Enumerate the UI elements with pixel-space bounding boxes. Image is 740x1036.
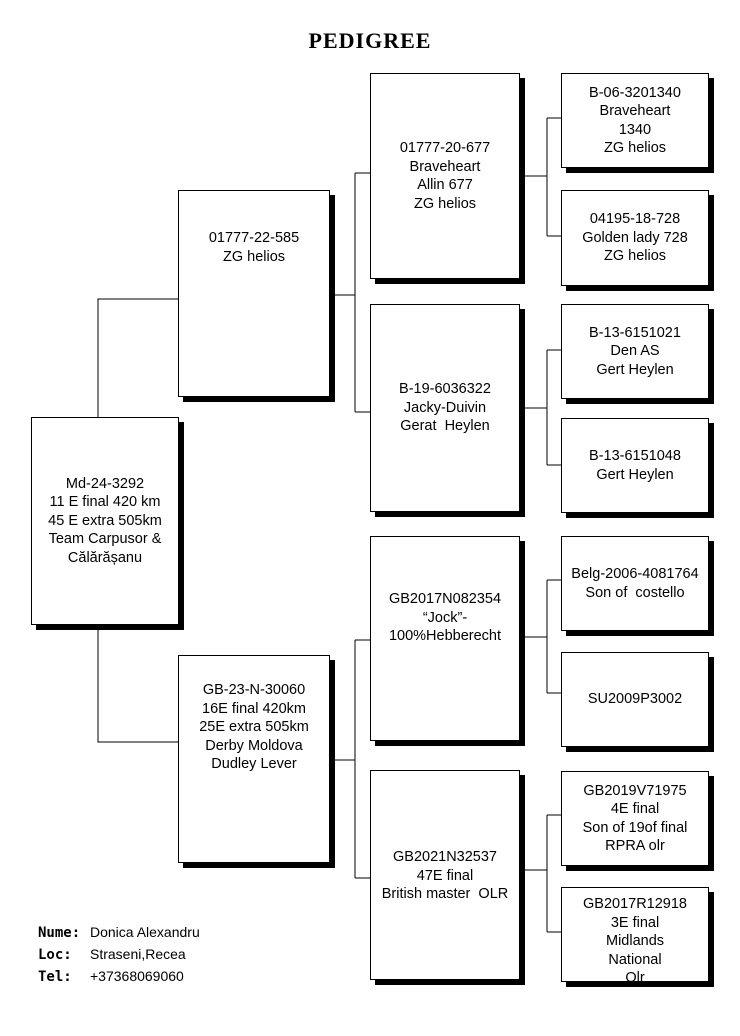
ss-dam-card: 04195-18-728 Golden lady 728 ZG helios [561,190,709,286]
dam-line-5: Dudley Lever [211,756,297,772]
sire-dam-ring: B-19-6036322 [399,381,491,398]
dd-dam-line-5: Olr [625,970,645,982]
sire-sire-line-3: Allin 677 [417,177,473,193]
dam-card: GB-23-N-30060 16E final 420km 25E extra … [178,655,330,863]
ss-sire-line-2: Braveheart [599,103,671,119]
subject-line-2: 11 E final 420 km [49,494,161,511]
dd-sire-ring: GB2019V71975 [583,782,687,799]
ds-sire-ring: Belg-2006-4081764 [571,566,699,582]
sd-dam-ring: B-13-6151048 [589,448,681,464]
subject-ring: Md-24-3292 [65,475,145,492]
dam-dam-ring: GB2021N32537 [393,849,497,865]
sire-sire-line-4: ZG helios [413,195,477,212]
dd-dam-line-4: National [608,951,662,968]
sire-sire-line-2: Braveheart [409,158,481,175]
ss-dam-ring: 04195-18-728 [589,211,681,228]
sd-sire-line-3: Gert Heylen [596,361,674,378]
contact-info: Nume: Donica Alexandru Loc: Straseni,Rec… [38,924,200,990]
sire-dam-card: B-19-6036322 Jacky-Duivin Gerat Heylen [370,304,520,512]
dam-ring: GB-23-N-30060 [202,682,306,698]
location-label: Loc: [38,947,72,963]
dd-dam-line-2: 3E final [610,914,660,931]
dam-line-2: 16E final 420km [202,700,306,717]
ds-sire-line-2: Son of costello [585,584,685,601]
sd-sire-line-2: Den AS [610,343,660,360]
dd-sire-card: GB2019V71975 4E final Son of 19of final … [561,771,709,866]
dd-dam-card: GB2017R12918 3E final Midlands National … [561,887,709,982]
dd-dam-ring: GB2017R12918 [583,896,687,912]
subject-line-5: Călărășanu [67,549,143,566]
subject-line-3: 45 E extra 505km [48,512,162,529]
phone-label: Tel: [38,969,72,985]
dam-dam-line-2: 47E final [416,867,474,884]
dam-line-3: 25E extra 505km [199,719,309,735]
ss-dam-line-2: Golden lady 728 [582,229,688,246]
contact-location-row: Loc: Straseni,Recea [38,946,200,968]
ss-sire-card: B-06-3201340 Braveheart 1340 ZG helios [561,73,709,168]
ss-sire-line-3: 1340 [618,121,652,138]
sire-sire-card: 01777-20-677 Braveheart Allin 677 ZG hel… [370,73,520,279]
ds-sire-card: Belg-2006-4081764 Son of costello [561,536,709,631]
sd-sire-card: B-13-6151021 Den AS Gert Heylen [561,304,709,399]
sire-card: 01777-22-585 ZG helios [178,190,330,397]
page-title: PEDIGREE [308,28,432,53]
sd-sire-ring: B-13-6151021 [589,324,681,341]
ss-sire-line-4: ZG helios [603,140,667,156]
ds-dam-ring: SU2009P3002 [587,691,683,708]
dam-dam-card: GB2021N32537 47E final British master OL… [370,770,520,980]
sd-dam-card: B-13-6151048 Gert Heylen [561,418,709,513]
name-value: Donica Alexandru [90,924,200,940]
subject-card: Md-24-3292 11 E final 420 km 45 E extra … [31,417,179,625]
phone-value: +37368069060 [90,968,184,984]
sire-dam-line-2: Jacky-Duivin [403,399,487,416]
ds-dam-card: SU2009P3002 [561,652,709,747]
sire-ring: 01777-22-585 [208,230,300,246]
dd-dam-line-3: Midlands [605,933,665,949]
name-label: Nume: [38,925,81,941]
dd-sire-line-2: 4E final [610,801,660,817]
dam-sire-line-2: “Jock”- [422,609,468,626]
sire-sire-ring: 01777-20-677 [399,140,491,156]
dam-line-4: Derby Moldova [205,737,303,754]
sire-line-2: ZG helios [222,248,286,265]
subject-line-4: Team Carpusor & [48,531,162,548]
dam-sire-line-3: 100%Hebberecht [388,628,502,644]
dam-sire-ring: GB2017N082354 [388,591,502,607]
ss-sire-ring: B-06-3201340 [589,84,681,101]
sire-dam-line-3: Gerat Heylen [400,418,490,435]
location-value: Straseni,Recea [90,946,186,962]
contact-name-row: Nume: Donica Alexandru [38,924,200,946]
ss-dam-line-3: ZG helios [603,248,667,265]
sd-dam-line-2: Gert Heylen [596,466,674,483]
dd-sire-line-3: Son of 19of final [582,819,688,836]
dam-sire-card: GB2017N082354 “Jock”- 100%Hebberecht [370,536,520,741]
dam-dam-line-3: British master OLR [381,886,509,902]
contact-phone-row: Tel: +37368069060 [38,968,200,990]
dd-sire-line-4: RPRA olr [605,838,665,854]
